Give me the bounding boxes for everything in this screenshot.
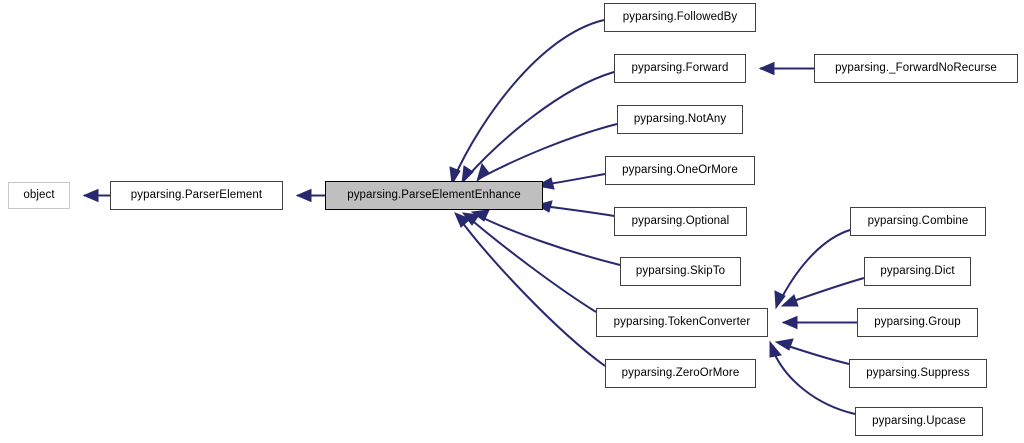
edge-forward-to-parseelementenhance — [461, 71, 615, 185]
node-pyparsing-forward[interactable]: pyparsing.Forward — [614, 54, 746, 83]
node-label: pyparsing.ParseElementEnhance — [347, 188, 521, 201]
edge-forwardnorecurse-to-forward — [758, 61, 814, 76]
edge-followedby-to-parseelementenhance — [449, 19, 605, 186]
node-label: pyparsing._ForwardNoRecurse — [835, 61, 997, 74]
node-label: pyparsing.Optional — [631, 214, 730, 227]
node-pyparsing-oneormore[interactable]: pyparsing.OneOrMore — [605, 156, 755, 185]
node-label: pyparsing.ParserElement — [130, 188, 263, 201]
node-pyparsing-combine[interactable]: pyparsing.Combine — [850, 207, 986, 236]
node-pyparsing-optional[interactable]: pyparsing.Optional — [614, 207, 747, 236]
edge-zeroormore-to-parseelementenhance — [454, 212, 606, 367]
edge-optional-to-parseelementenhance — [535, 200, 615, 217]
node-pyparsing-dict[interactable]: pyparsing.Dict — [864, 257, 971, 286]
node-object[interactable]: object — [8, 182, 70, 209]
edge-group-to-tokenconverter — [781, 315, 857, 330]
node-pyparsing-skipto[interactable]: pyparsing.SkipTo — [620, 257, 741, 286]
node-pyparsing-zeroormore[interactable]: pyparsing.ZeroOrMore — [605, 359, 756, 388]
node-label: pyparsing.Group — [874, 315, 961, 328]
node-label: pyparsing.Suppress — [866, 366, 970, 379]
node-label: pyparsing.Forward — [631, 61, 729, 74]
edge-tokenconverter-to-parseelementenhance — [461, 212, 597, 313]
node-pyparsing-upcase[interactable]: pyparsing.Upcase — [855, 407, 983, 436]
node-pyparsing-forwardnorecurse[interactable]: pyparsing._ForwardNoRecurse — [814, 54, 1018, 83]
edge-suppress-to-tokenconverter — [774, 338, 850, 365]
node-pyparsing-notany[interactable]: pyparsing.NotAny — [617, 105, 743, 134]
node-pyparsing-parseelementenhance[interactable]: pyparsing.ParseElementEnhance — [325, 181, 543, 210]
node-label: pyparsing.ZeroOrMore — [621, 366, 740, 379]
edge-parserelement-to-object — [82, 188, 110, 203]
node-label: pyparsing.Dict — [880, 264, 955, 277]
node-label: pyparsing.SkipTo — [635, 264, 726, 277]
node-pyparsing-group[interactable]: pyparsing.Group — [857, 308, 978, 337]
edge-notany-to-parseelementenhance — [476, 123, 618, 183]
node-label: object — [23, 188, 55, 201]
node-label: pyparsing.TokenConverter — [613, 315, 751, 328]
node-pyparsing-tokenconverter[interactable]: pyparsing.TokenConverter — [596, 308, 768, 337]
edge-upcase-to-tokenconverter — [769, 340, 856, 415]
node-label: pyparsing.NotAny — [633, 112, 727, 125]
node-label: pyparsing.Combine — [867, 214, 969, 227]
edge-dict-to-tokenconverter — [780, 277, 865, 307]
node-label: pyparsing.Upcase — [872, 414, 966, 427]
edge-parseelementenhance-to-parserelement — [295, 188, 325, 203]
node-label: pyparsing.FollowedBy — [622, 10, 738, 23]
node-pyparsing-suppress[interactable]: pyparsing.Suppress — [849, 359, 987, 388]
node-label: pyparsing.OneOrMore — [622, 163, 738, 176]
edge-oneormore-to-parseelementenhance — [535, 173, 606, 190]
node-pyparsing-parserelement[interactable]: pyparsing.ParserElement — [110, 181, 283, 210]
edge-combine-to-tokenconverter — [774, 229, 851, 310]
node-pyparsing-followedby[interactable]: pyparsing.FollowedBy — [604, 3, 756, 32]
